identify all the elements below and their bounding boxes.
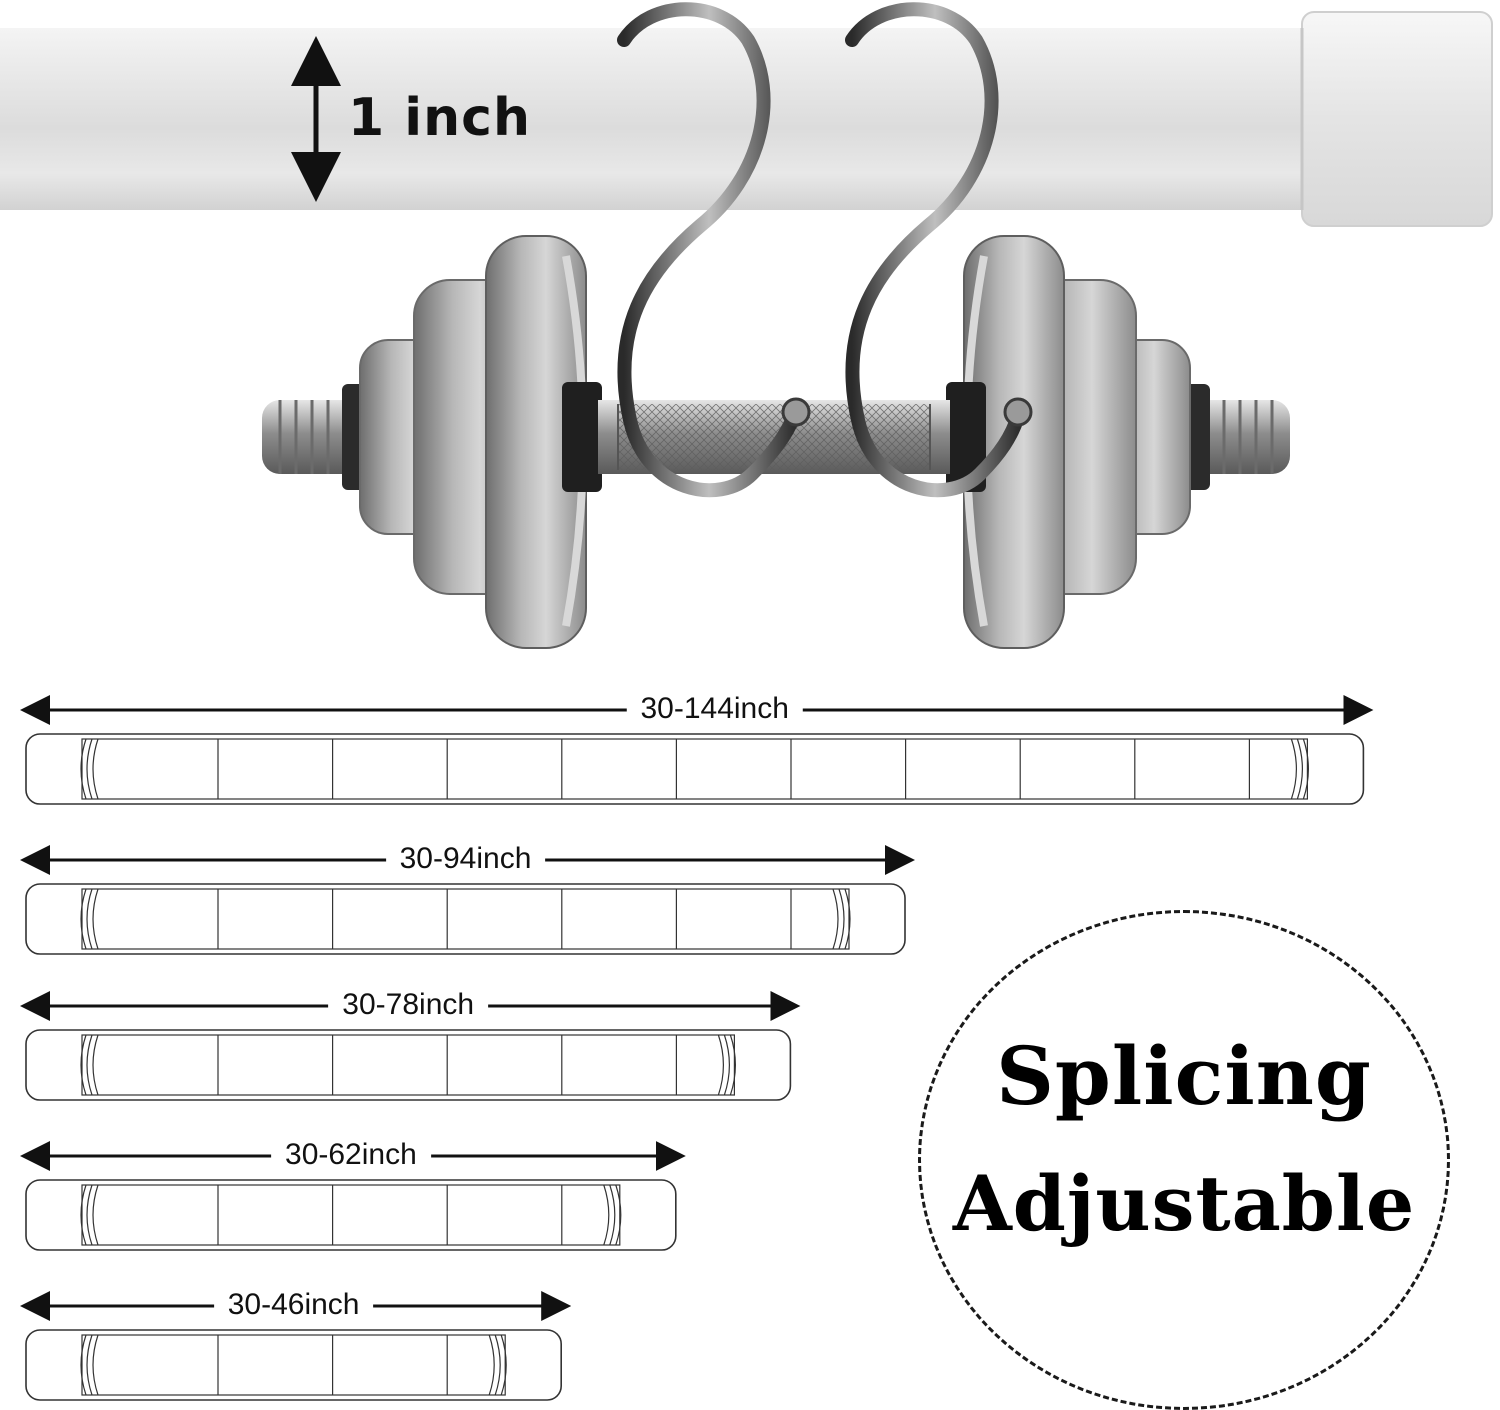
cap-rib	[92, 888, 99, 950]
length-label: 30-62inch	[271, 1137, 431, 1173]
length-label: 30-94inch	[385, 841, 546, 877]
cap-rib	[80, 1184, 87, 1246]
cap-rib	[86, 738, 93, 800]
cap-rib	[615, 1184, 622, 1246]
curtain-rod	[0, 11, 1493, 227]
length-label: 30-78inch	[328, 987, 489, 1023]
cap-rib	[86, 888, 93, 950]
s-hook-left	[617, 2, 801, 498]
cap-rib	[832, 888, 839, 950]
cap-rib	[488, 1334, 495, 1396]
cap-rib	[80, 738, 87, 800]
cap-rib	[838, 888, 845, 950]
diameter-label: 1 inch	[348, 88, 531, 148]
s-hook-right	[845, 2, 1025, 498]
length-diagrams	[19, 695, 1374, 1401]
length-row	[19, 1141, 686, 1251]
rod-tube-outline	[81, 888, 850, 950]
badge-line-2: Adjustable	[952, 1159, 1416, 1248]
cap-rib	[500, 1334, 507, 1396]
cap-rib	[1302, 738, 1309, 800]
cap-rib	[80, 1334, 87, 1396]
rod-tube-outline	[81, 1034, 736, 1096]
cap-rib	[86, 1034, 93, 1096]
weight-plates-right	[946, 235, 1191, 649]
length-row	[19, 991, 801, 1101]
length-label: 30-144inch	[626, 691, 803, 727]
cap-rib	[92, 738, 99, 800]
cap-rib	[80, 1034, 87, 1096]
cap-rib	[1290, 738, 1297, 800]
cap-rib	[86, 1334, 93, 1396]
badge-line-1: Splicing	[996, 1029, 1372, 1123]
cap-rib	[92, 1184, 99, 1246]
cap-rib	[92, 1034, 99, 1096]
cap-rib	[609, 1184, 616, 1246]
cap-rib	[86, 1184, 93, 1246]
weight-plates-left	[359, 235, 602, 649]
cap-rib	[603, 1184, 610, 1246]
rod-tube-outline	[81, 1184, 621, 1246]
rod-tube-outline	[81, 1334, 506, 1396]
length-row	[19, 1291, 572, 1401]
length-label: 30-46inch	[213, 1287, 374, 1323]
cap-rib	[494, 1334, 501, 1396]
rod-tube	[0, 28, 1310, 210]
s-hook-icon	[617, 2, 1033, 498]
length-row	[19, 695, 1374, 805]
cap-rib	[729, 1034, 736, 1096]
cap-rib	[844, 888, 851, 950]
cap-rib	[723, 1034, 730, 1096]
cap-rib	[1296, 738, 1303, 800]
dumbbell-thread-right	[1180, 384, 1290, 490]
cap-rib	[80, 888, 87, 950]
rod-end-cap	[1301, 11, 1493, 227]
dumbbell-thread-left	[262, 384, 372, 490]
length-row	[19, 845, 915, 955]
cap-rib	[92, 1334, 99, 1396]
cap-rib	[717, 1034, 724, 1096]
rod-tube-outline	[81, 738, 1309, 800]
